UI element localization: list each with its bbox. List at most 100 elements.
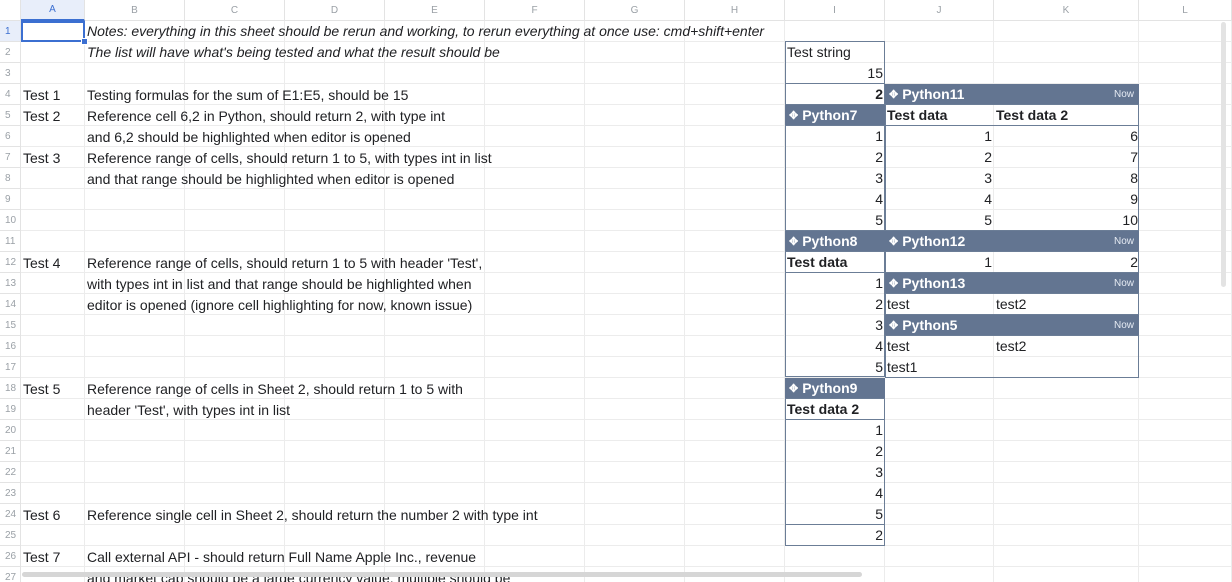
single-cell-result[interactable]: 2	[875, 527, 883, 543]
row-header-19[interactable]: 19	[0, 399, 21, 420]
python5-r2c1[interactable]: test1	[887, 359, 918, 375]
python9-value[interactable]: 3	[875, 464, 883, 480]
row-header-11[interactable]: 11	[0, 231, 21, 252]
test-description-line[interactable]: and 6,2 should be highlighted when edito…	[87, 129, 411, 145]
python7-value[interactable]: 4	[875, 191, 883, 207]
row-header-10[interactable]: 10	[0, 210, 21, 231]
test-description-line[interactable]: Reference single cell in Sheet 2, should…	[87, 507, 538, 523]
python9-value[interactable]: 1	[875, 422, 883, 438]
python11-header-col2[interactable]: Test data 2	[996, 107, 1069, 123]
notes-line-1[interactable]: Notes: everything in this sheet should b…	[87, 23, 765, 39]
python11-value[interactable]: 6	[1130, 128, 1138, 144]
python11-value[interactable]: 10	[1122, 212, 1138, 228]
row-header-2[interactable]: 2	[0, 42, 21, 63]
row-header-7[interactable]: 7	[0, 147, 21, 168]
ref-cell-result[interactable]: 2	[875, 86, 883, 102]
python11-value[interactable]: 3	[984, 170, 992, 186]
python8-value[interactable]: 3	[875, 317, 883, 333]
row-header-9[interactable]: 9	[0, 189, 21, 210]
test-label[interactable]: Test 5	[23, 381, 61, 397]
fill-handle[interactable]	[81, 38, 88, 45]
row-header-3[interactable]: 3	[0, 63, 21, 84]
python11-value[interactable]: 8	[1130, 170, 1138, 186]
test-description-line[interactable]: and that range should be highlighted whe…	[87, 171, 455, 187]
column-header-e[interactable]: E	[385, 0, 485, 21]
column-header-c[interactable]: C	[185, 0, 285, 21]
column-header-k[interactable]: K	[994, 0, 1139, 21]
python8-header[interactable]: ✥Python8	[785, 231, 885, 251]
python5-header[interactable]: ✥Python5 Now	[885, 315, 1139, 335]
test-description-line[interactable]: Reference range of cells in Sheet 2, sho…	[87, 381, 463, 397]
sum-result-cell[interactable]: 15	[867, 65, 883, 81]
test-description-line[interactable]: Reference range of cells, should return …	[87, 150, 492, 166]
python11-value[interactable]: 4	[984, 191, 992, 207]
row-header-26[interactable]: 26	[0, 546, 21, 567]
column-header-l[interactable]: L	[1139, 0, 1232, 21]
test-description-line[interactable]: Call external API - should return Full N…	[87, 549, 477, 565]
column-header-i[interactable]: I	[785, 0, 885, 21]
python7-value[interactable]: 3	[875, 170, 883, 186]
python8-value[interactable]: 2	[875, 296, 883, 312]
row-header-13[interactable]: 13	[0, 273, 21, 294]
python12-value-2[interactable]: 2	[1130, 254, 1138, 270]
python11-value[interactable]: 9	[1130, 191, 1138, 207]
test-description-line[interactable]: with types int in list and that range sh…	[87, 276, 472, 292]
row-header-6[interactable]: 6	[0, 126, 21, 147]
python7-value[interactable]: 5	[875, 212, 883, 228]
row-header-23[interactable]: 23	[0, 483, 21, 504]
python11-value[interactable]: 7	[1130, 149, 1138, 165]
test-label[interactable]: Test 3	[23, 150, 61, 166]
test-description-line[interactable]: Testing formulas for the sum of E1:E5, s…	[87, 87, 409, 103]
row-header-12[interactable]: 12	[0, 252, 21, 273]
python13-value-1[interactable]: test	[887, 296, 910, 312]
notes-line-2[interactable]: The list will have what's being tested a…	[87, 44, 500, 60]
python5-r1c2[interactable]: test2	[996, 338, 1027, 354]
select-all-corner[interactable]	[0, 0, 21, 21]
test-description-line[interactable]: Reference range of cells, should return …	[87, 255, 483, 271]
python7-value[interactable]: 2	[875, 149, 883, 165]
row-header-5[interactable]: 5	[0, 105, 21, 126]
row-header-24[interactable]: 24	[0, 504, 21, 525]
test-description-line[interactable]: Reference cell 6,2 in Python, should ret…	[87, 108, 445, 124]
column-header-a[interactable]: A	[21, 0, 85, 21]
row-header-25[interactable]: 25	[0, 525, 21, 546]
python12-value-1[interactable]: 1	[984, 254, 992, 270]
row-header-8[interactable]: 8	[0, 168, 21, 189]
test-label[interactable]: Test 1	[23, 87, 61, 103]
python11-value[interactable]: 5	[984, 212, 992, 228]
horizontal-scrollbar[interactable]	[22, 572, 862, 577]
test-label[interactable]: Test 2	[23, 108, 61, 124]
python8-value[interactable]: 5	[875, 359, 883, 375]
python5-r1c1[interactable]: test	[887, 338, 910, 354]
row-header-1[interactable]: 1	[0, 21, 21, 42]
active-cell-selection[interactable]	[21, 21, 85, 42]
row-header-21[interactable]: 21	[0, 441, 21, 462]
python9-header[interactable]: ✥Python9	[785, 378, 885, 398]
test-description-line[interactable]: editor is opened (ignore cell highlighti…	[87, 297, 473, 313]
python11-value[interactable]: 1	[984, 128, 992, 144]
column-header-b[interactable]: B	[85, 0, 185, 21]
python13-header[interactable]: ✥Python13 Now	[885, 273, 1139, 293]
python8-column-header[interactable]: Test data	[787, 254, 848, 270]
column-header-j[interactable]: J	[885, 0, 994, 21]
python12-header[interactable]: ✥Python12 Now	[885, 231, 1139, 251]
row-header-20[interactable]: 20	[0, 420, 21, 441]
python9-value[interactable]: 4	[875, 485, 883, 501]
test-label[interactable]: Test 6	[23, 507, 61, 523]
row-header-14[interactable]: 14	[0, 294, 21, 315]
row-header-4[interactable]: 4	[0, 84, 21, 105]
test-label[interactable]: Test 4	[23, 255, 61, 271]
python9-value[interactable]: 5	[875, 506, 883, 522]
python11-value[interactable]: 2	[984, 149, 992, 165]
python13-value-2[interactable]: test2	[996, 296, 1027, 312]
row-header-18[interactable]: 18	[0, 378, 21, 399]
column-header-g[interactable]: G	[585, 0, 685, 21]
test-string-cell[interactable]: Test string	[787, 44, 851, 60]
python7-value[interactable]: 1	[875, 128, 883, 144]
test-label[interactable]: Test 7	[23, 549, 61, 565]
python11-header[interactable]: ✥Python11 Now	[885, 84, 1139, 104]
row-header-15[interactable]: 15	[0, 315, 21, 336]
column-header-f[interactable]: F	[485, 0, 585, 21]
test-description-line[interactable]: header 'Test', with types int in list	[87, 402, 290, 418]
